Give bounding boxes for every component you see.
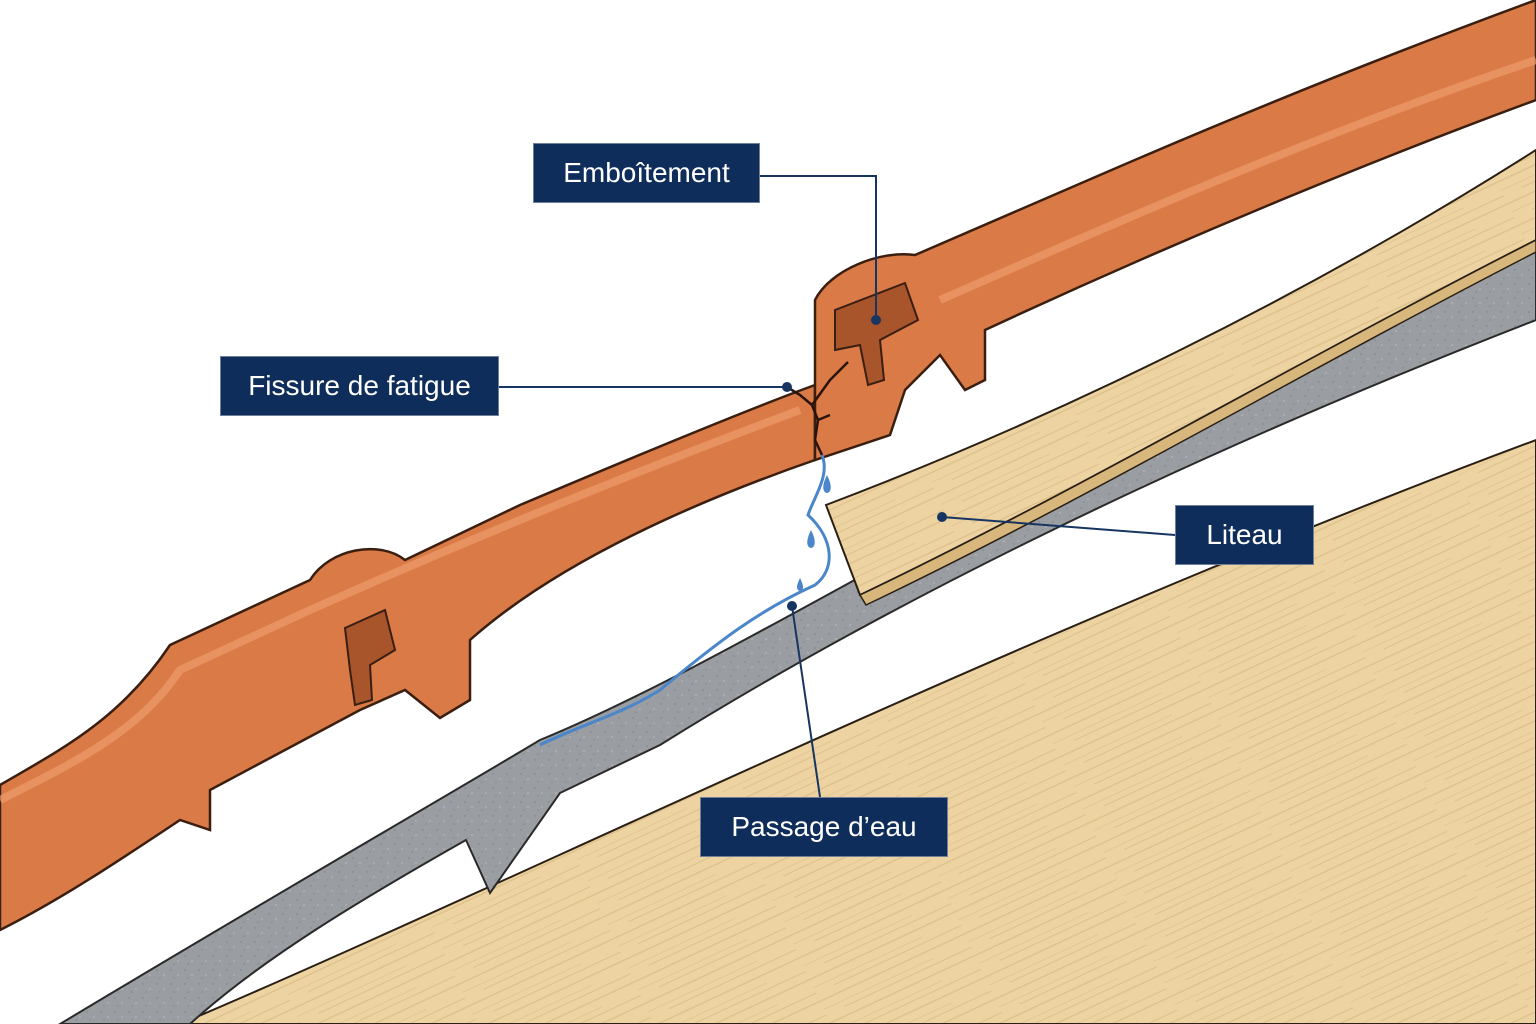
leader-dot-fissure [782,382,792,392]
leader-dot-liteau [937,512,947,522]
leader-line-passage [791,605,821,798]
water-drop [797,578,803,591]
water-drop [823,475,831,493]
roof-tile-lower [0,383,817,932]
leader-line-liteau [941,516,1176,536]
leader-line-emboitement [760,175,877,320]
roof-tile-upper [813,0,1536,462]
water-path [539,454,831,747]
label-emboitement: Emboîtement [533,143,760,203]
label-liteau: Liteau [1175,505,1314,565]
label-fissure-de-fatigue: Fissure de fatigue [220,356,499,416]
water-drop [807,530,815,548]
roof-tile-lower-highlight [0,406,802,804]
rafter-board [179,438,1536,1024]
roof-tile-upper-highlight [938,56,1536,304]
interlock-hook-lower [343,608,397,707]
interlock-hook-upper [834,281,920,387]
leader-dot-passage [787,601,797,611]
fatigue-crack [786,361,849,456]
batten-underside [858,239,1536,606]
label-passage-d-eau: Passage d’eau [700,797,948,857]
leader-dot-emboitement [871,315,881,325]
